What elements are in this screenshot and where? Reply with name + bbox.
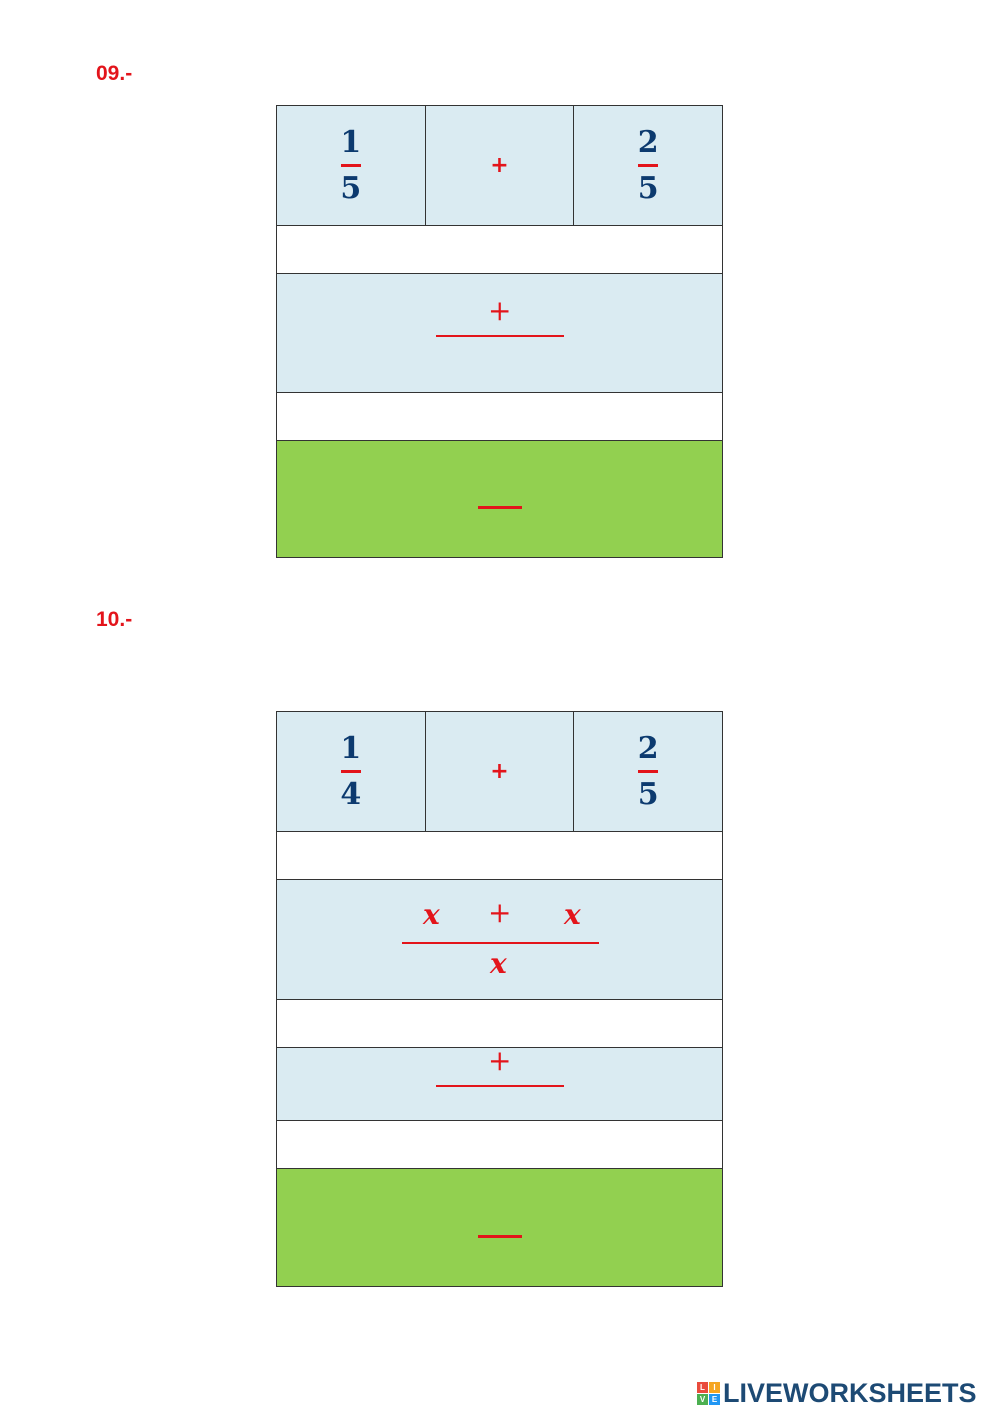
denominator: 4 — [340, 776, 362, 812]
result-row[interactable] — [277, 441, 722, 558]
denominator: 5 — [637, 170, 659, 206]
brand-name: LIVEWORKSHEETS — [723, 1378, 977, 1408]
operator-cell: + — [426, 712, 575, 831]
logo-mark-icon: L I V E — [697, 1382, 720, 1405]
exercise-10-grid: 1 4 + 2 5 x + x x + — [276, 711, 723, 1287]
plus-sign: + — [490, 153, 509, 178]
fraction-row: 1 5 + 2 5 — [277, 106, 722, 226]
common-denominator-row[interactable]: x + x x — [277, 880, 722, 1000]
fraction-line — [402, 942, 599, 944]
answer-input-row[interactable] — [277, 832, 722, 880]
fraction-bar — [340, 163, 361, 167]
fraction-bar — [638, 769, 659, 773]
fraction-1-4: 1 4 — [340, 730, 362, 812]
liveworksheets-logo: L I V E LIVEWORKSHEETS — [697, 1378, 977, 1409]
plus-sign: + — [490, 759, 509, 784]
fraction-left-cell: 1 4 — [277, 712, 426, 831]
numerator: 1 — [340, 124, 362, 160]
fraction-left-cell: 1 5 — [277, 106, 426, 225]
result-fraction-line — [478, 1235, 522, 1238]
numerator-left-variable: x — [423, 898, 440, 931]
numerator: 2 — [637, 730, 659, 766]
numerator: 2 — [637, 124, 659, 160]
fraction-right-cell: 2 5 — [574, 712, 722, 831]
logo-tile: E — [709, 1394, 720, 1405]
result-row[interactable] — [277, 1169, 722, 1287]
exercise-09-grid: 1 5 + 2 5 + — [276, 105, 723, 558]
fraction-2-5: 2 5 — [637, 730, 659, 812]
logo-tile: L — [697, 1382, 708, 1393]
plus-sign: + — [488, 294, 512, 327]
answer-input-row[interactable] — [277, 393, 722, 441]
numerator-right-variable: x — [564, 898, 581, 931]
fraction-line — [436, 335, 564, 337]
result-fraction-line — [478, 506, 522, 509]
fraction-right-cell: 2 5 — [574, 106, 722, 225]
sum-step-row[interactable]: + — [277, 274, 722, 393]
answer-input-row[interactable] — [277, 226, 722, 274]
answer-input-row[interactable] — [277, 1000, 722, 1048]
operator-cell: + — [426, 106, 575, 225]
exercise-number-09: 09.- — [96, 62, 133, 85]
sum-step-row[interactable]: + — [277, 1044, 722, 1121]
answer-input-row[interactable] — [277, 1121, 722, 1169]
exercise-number-10: 10.- — [96, 608, 133, 631]
fraction-row: 1 4 + 2 5 — [277, 712, 722, 832]
denominator: 5 — [637, 776, 659, 812]
fraction-bar — [638, 163, 659, 167]
logo-tile: I — [709, 1382, 720, 1393]
denominator-variable: x — [490, 947, 507, 980]
logo-tile: V — [697, 1394, 708, 1405]
plus-sign: + — [488, 1044, 512, 1077]
fraction-1-5: 1 5 — [340, 124, 362, 206]
fraction-line — [436, 1085, 564, 1087]
fraction-bar — [340, 769, 361, 773]
fraction-2-5: 2 5 — [637, 124, 659, 206]
numerator: 1 — [340, 730, 362, 766]
denominator: 5 — [340, 170, 362, 206]
plus-sign: + — [488, 896, 512, 929]
